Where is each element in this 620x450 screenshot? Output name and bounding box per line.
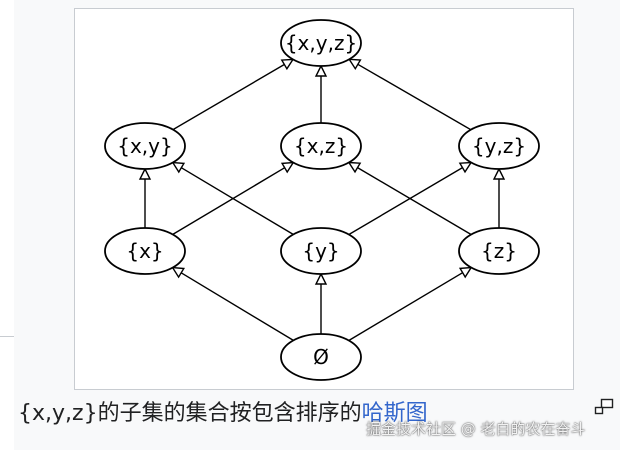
edge-line: [172, 63, 285, 131]
arrowhead-icon: [280, 161, 295, 174]
edge-yz-to-xyz: [347, 58, 472, 131]
node-ellipse: [104, 227, 186, 275]
node-yz: {y,z}: [458, 122, 540, 170]
edge-line: [348, 272, 463, 342]
edge-y-to-yz: [348, 161, 473, 236]
arrowhead-icon: [492, 167, 506, 180]
edge-empty-to-y: [314, 272, 328, 334]
node-ellipse: [280, 227, 362, 275]
edge-line: [172, 167, 286, 236]
edge-xz-to-xyz: [314, 64, 328, 123]
node-label: {z}: [481, 239, 517, 263]
node-xy: {x,y}: [104, 122, 186, 170]
arrowhead-icon: [347, 161, 362, 174]
node-xyz: {x,y,z}: [280, 19, 362, 67]
edge-y-to-xy: [171, 161, 294, 236]
caption-text: {x,y,z}的子集的集合按包含排序的: [18, 401, 362, 426]
arrowhead-icon: [314, 272, 328, 285]
node-label: {x,y,z}: [285, 31, 357, 55]
arrowhead-icon: [171, 266, 185, 279]
edge-xy-to-xyz: [172, 58, 295, 131]
edge-line: [357, 166, 472, 236]
magnify-clip-icon[interactable]: [594, 398, 614, 416]
left-margin: [0, 0, 14, 450]
node-label: {x,z}: [294, 134, 348, 158]
edge-line: [348, 166, 463, 236]
edge-line: [180, 272, 294, 341]
node-label: Ø: [313, 345, 329, 369]
node-y: {y}: [280, 227, 362, 275]
node-x: {x}: [104, 227, 186, 275]
node-label: {x,y}: [117, 134, 172, 158]
arrowhead-icon: [458, 266, 473, 279]
edge-z-to-xz: [347, 161, 472, 236]
arrowhead-icon: [347, 58, 362, 71]
node-ellipse: [280, 333, 362, 381]
edge-empty-to-x: [171, 266, 294, 341]
node-ellipse: [458, 227, 540, 275]
arrowhead-icon: [171, 161, 186, 174]
arrowhead-icon: [458, 161, 473, 174]
node-ellipse: [104, 122, 186, 170]
node-label: {x}: [126, 239, 163, 263]
divider: [0, 336, 14, 337]
edge-line: [357, 63, 472, 131]
arrowhead-icon: [314, 64, 328, 77]
node-label: {y,z}: [472, 134, 526, 158]
arrowhead-icon: [280, 58, 295, 71]
node-xz: {x,z}: [280, 122, 362, 170]
edge-x-to-xz: [172, 161, 295, 236]
edge-x-to-xy: [138, 167, 152, 228]
edge-line: [180, 167, 294, 236]
node-z: {z}: [458, 227, 540, 275]
node-empty: Ø: [280, 333, 362, 381]
node-label: {y}: [302, 239, 339, 263]
node-ellipse: [280, 19, 362, 67]
hasse-diagram-link[interactable]: 哈斯图: [361, 401, 428, 426]
arrowhead-icon: [138, 167, 152, 180]
hasse-diagram: {x,y,z} {x,y} {x,z} {y,z} {x} {y} {z} Ø: [104, 19, 540, 381]
node-ellipse: [280, 122, 362, 170]
node-ellipse: [458, 122, 540, 170]
watermark: 掘金技术社区 @ 老白的农在奋斗: [366, 420, 586, 438]
edge-empty-to-z: [348, 266, 473, 342]
edge-z-to-yz: [492, 167, 506, 228]
figure-image[interactable]: {x,y,z} {x,y} {x,z} {y,z} {x} {y} {z} Ø: [74, 8, 574, 390]
figure-caption: {x,y,z}的子集的集合按包含排序的哈斯图: [18, 396, 428, 432]
